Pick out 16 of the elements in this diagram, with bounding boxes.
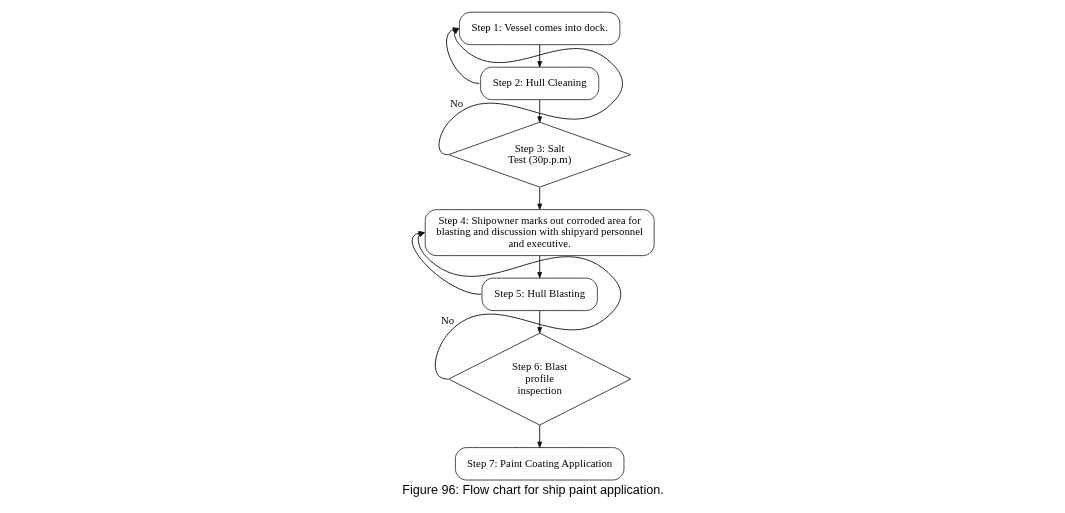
node-box: Step 7: Paint Coating Application — [454, 447, 624, 481]
edge-label: No — [440, 313, 454, 326]
node-box: Step 2: Hull Cleaning — [479, 66, 599, 101]
edge-label: No — [449, 96, 463, 109]
arrow — [536, 186, 542, 210]
node-box: Step 4: Shipowner marks out corroded area for blasting and discussion with shipyard personnel and executive. — [424, 209, 655, 257]
node-diamond: Step 3: Salt Test (30p.p.m) — [447, 121, 631, 188]
arrow — [536, 44, 542, 68]
node-diamond: Step 6: Blast profile inspection — [447, 332, 631, 426]
caption: Figure 96: Flow chart for ship paint application. — [401, 482, 664, 497]
node-box: Step 5: Hull Blasting — [481, 277, 598, 312]
arrow — [536, 255, 542, 279]
node-box: Step 1: Vessel comes into dock. — [458, 11, 620, 46]
arrow — [536, 310, 542, 334]
arrow — [536, 424, 542, 448]
arrow — [536, 99, 542, 123]
